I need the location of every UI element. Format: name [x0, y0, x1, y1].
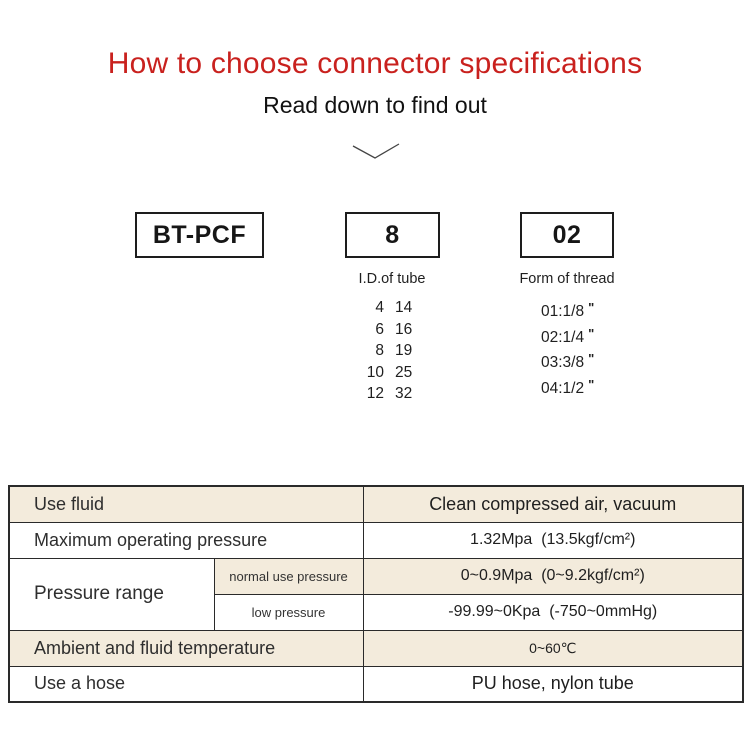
table-row-hose: Use a hose PU hose, nylon tube [8, 665, 744, 703]
inch-mark: " [588, 376, 595, 392]
row-value: 0~60℃ [362, 629, 744, 667]
tube-id-value: 8 [375, 342, 384, 360]
row-value: 1.32Mpa (13.5kgf/cm²) [362, 521, 744, 559]
page-subtitle: Read down to find out [263, 92, 487, 118]
page-title: How to choose connector specifications [107, 47, 643, 80]
thread-form-list: 01:1/8" 02:1/4" 03:3/8" 04:1/2" [541, 297, 594, 399]
thread-form-item: 02:1/4" [541, 323, 594, 349]
table-row-use-fluid: Use fluid Clean compressed air, vacuum [8, 485, 744, 523]
tube-id-value: 6 [375, 320, 384, 338]
tube-od-value: 25 [395, 363, 413, 381]
model-thread-form-label: 02 [552, 220, 582, 249]
sub-row-label: normal use pressure [213, 557, 364, 595]
table-row-max-pressure: Maximum operating pressure 1.32Mpa (13.5… [8, 521, 744, 559]
tube-od-value: 19 [395, 342, 413, 360]
row-value: Clean compressed air, vacuum [362, 485, 744, 523]
row-value: -99.99~0Kpa (-750~0mmHg) [362, 593, 744, 631]
row-value: 0~0.9Mpa (0~9.2kgf/cm²) [362, 557, 744, 595]
tube-size-list: 4 14 6 16 8 19 10 25 12 32 [352, 297, 429, 405]
inch-mark: " [588, 325, 595, 341]
row-value: PU hose, nylon tube [362, 665, 744, 703]
thread-form-item: 03:3/8" [541, 348, 594, 374]
row-label: Use a hose [8, 665, 364, 703]
thread-form-item: 04:1/2" [541, 374, 594, 400]
inch-mark: " [588, 300, 595, 315]
model-series-label: BT-PCF [152, 220, 247, 249]
row-label: Ambient and fluid temperature [8, 629, 364, 667]
table-row-pressure-range-low: low pressure -99.99~0Kpa (-750~0mmHg) [9, 593, 744, 631]
tube-od-value: 14 [395, 299, 413, 316]
spec-table: Use fluid Clean compressed air, vacuum M… [8, 485, 744, 703]
model-thread-form-box: 02 [520, 212, 614, 258]
row-label: Pressure range [8, 557, 215, 631]
tube-size-caption: I.D.of tube [358, 271, 426, 287]
row-label: Maximum operating pressure [8, 521, 364, 559]
tube-od-value: 32 [395, 385, 413, 403]
row-label: Use fluid [8, 485, 364, 523]
thread-form-item: 01:1/8" [541, 297, 594, 323]
tube-id-value: 10 [366, 363, 384, 381]
table-row-temperature: Ambient and fluid temperature 0~60℃ [8, 629, 744, 667]
thread-form-caption: Form of thread [519, 271, 615, 287]
tube-id-value: 4 [375, 299, 384, 316]
model-series-box: BT-PCF [135, 212, 264, 258]
chevron-down-icon [352, 143, 400, 159]
model-tube-size-box: 8 [345, 212, 440, 258]
tube-od-value: 16 [395, 320, 413, 338]
table-row-pressure-range-normal: Pressure range normal use pressure 0~0.9… [8, 557, 744, 631]
model-tube-size-label: 8 [385, 220, 400, 249]
tube-id-value: 12 [366, 385, 384, 403]
inch-mark: " [588, 351, 595, 367]
sub-row-label: low pressure [213, 593, 364, 631]
